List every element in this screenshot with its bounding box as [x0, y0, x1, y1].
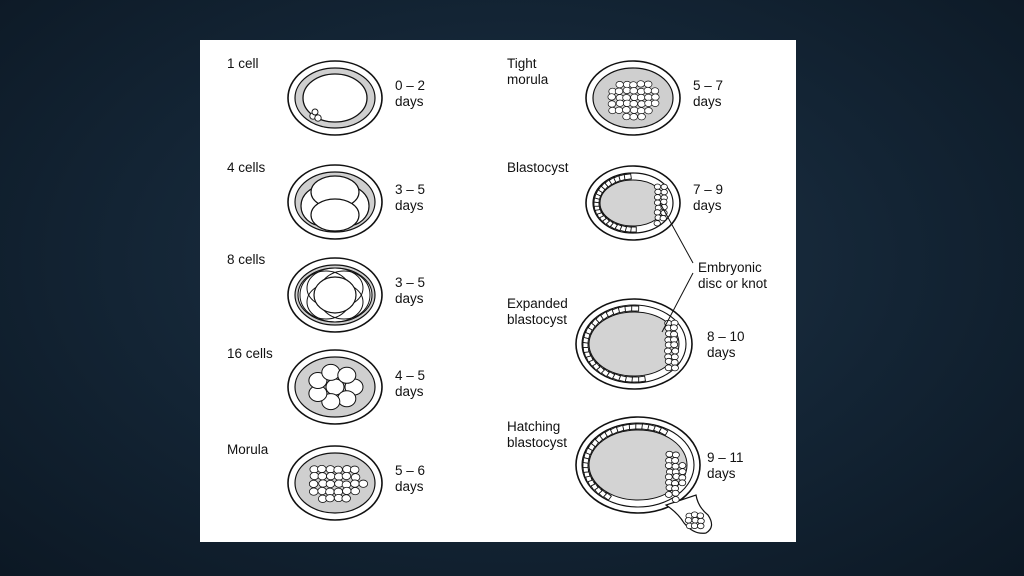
stage-label-expanded-blastocyst: Expanded blastocyst — [507, 296, 568, 328]
stage-label-blastocyst: Blastocyst — [507, 160, 569, 176]
embryo-16-cells — [288, 350, 382, 424]
embryo-tight-morula — [586, 61, 680, 135]
embryo-8-cells — [288, 258, 382, 332]
embryo-4-cells — [288, 165, 382, 239]
embryo-blastocyst — [586, 166, 680, 240]
embryo-expanded-blastocyst — [576, 299, 692, 389]
stage-label-1-cell: 1 cell — [227, 56, 259, 72]
callout-embryonic-disc: Embryonic disc or knot — [698, 260, 767, 292]
stage-label-4-cells: 4 cells — [227, 160, 265, 176]
stage-label-hatching-blastocyst: Hatching blastocyst — [507, 419, 567, 451]
embryo-morula — [288, 446, 382, 520]
embryo-hatching-blastocyst — [576, 417, 712, 533]
stage-label-16-cells: 16 cells — [227, 346, 273, 362]
stage-label-morula: Morula — [227, 442, 268, 458]
embryo-1-cell — [288, 61, 382, 135]
stage-label-8-cells: 8 cells — [227, 252, 265, 268]
stage-label-tight-morula: Tight morula — [507, 56, 548, 88]
